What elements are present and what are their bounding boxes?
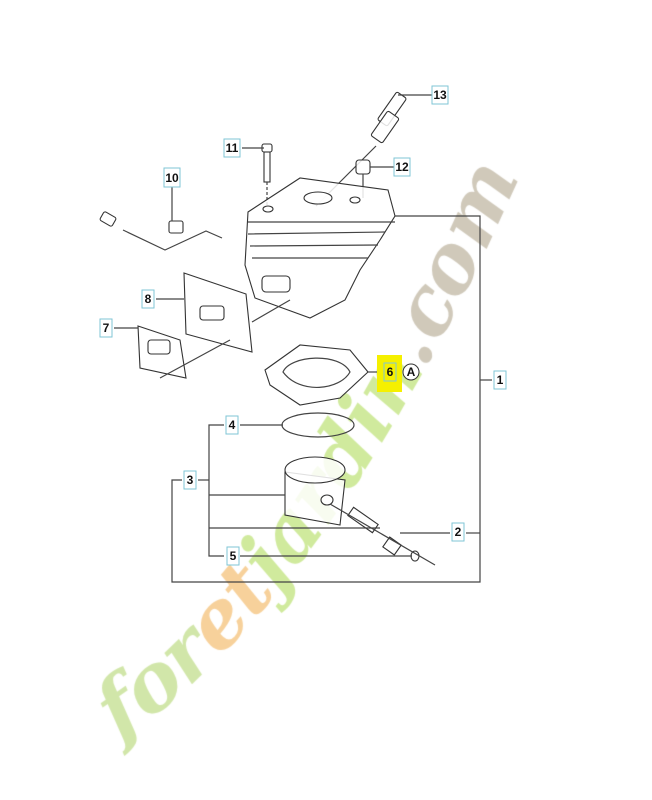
callout-6-highlight — [377, 355, 402, 392]
cylinder-base-gasket — [264, 344, 369, 406]
callout-1[interactable]: 1 — [493, 370, 507, 390]
note-marker-circle — [402, 363, 420, 381]
callout-10[interactable]: 10 — [163, 167, 181, 188]
callout-label: 11 — [226, 141, 239, 155]
callout-label: 10 — [165, 171, 179, 185]
callout-6[interactable]: 6 — [383, 362, 397, 382]
callout-3[interactable]: 3 — [183, 470, 197, 490]
callout-11[interactable]: 11 — [223, 138, 241, 158]
callout-label: 6 — [387, 365, 394, 379]
bolt — [261, 143, 273, 205]
callout-label: 1 — [497, 373, 504, 387]
note-marker-a: A — [407, 365, 416, 379]
piston-ring — [281, 412, 355, 438]
callout-5[interactable]: 5 — [226, 546, 240, 566]
exhaust-gasket — [137, 325, 231, 379]
callout-4[interactable]: 4 — [225, 415, 239, 435]
decompression-cap — [355, 159, 371, 198]
callout-label: 7 — [103, 321, 110, 335]
callout-label: 12 — [395, 160, 409, 174]
callout-label: 8 — [145, 292, 152, 306]
callout-label: 13 — [433, 88, 447, 102]
callout-2[interactable]: 2 — [451, 522, 465, 542]
cylinder — [244, 177, 396, 319]
leader-lines — [114, 94, 492, 583]
callout-12[interactable]: 12 — [393, 157, 411, 177]
callout-label: 4 — [229, 418, 236, 432]
piston — [284, 456, 436, 566]
callout-label: 5 — [230, 549, 237, 563]
callout-13[interactable]: 13 — [431, 85, 449, 105]
callout-7[interactable]: 7 — [99, 318, 113, 338]
callout-label: 2 — [455, 525, 462, 539]
callout-label: 3 — [187, 473, 194, 487]
plug-fitting — [99, 211, 223, 251]
exhaust-plate — [183, 272, 291, 353]
callout-8[interactable]: 8 — [141, 289, 155, 309]
